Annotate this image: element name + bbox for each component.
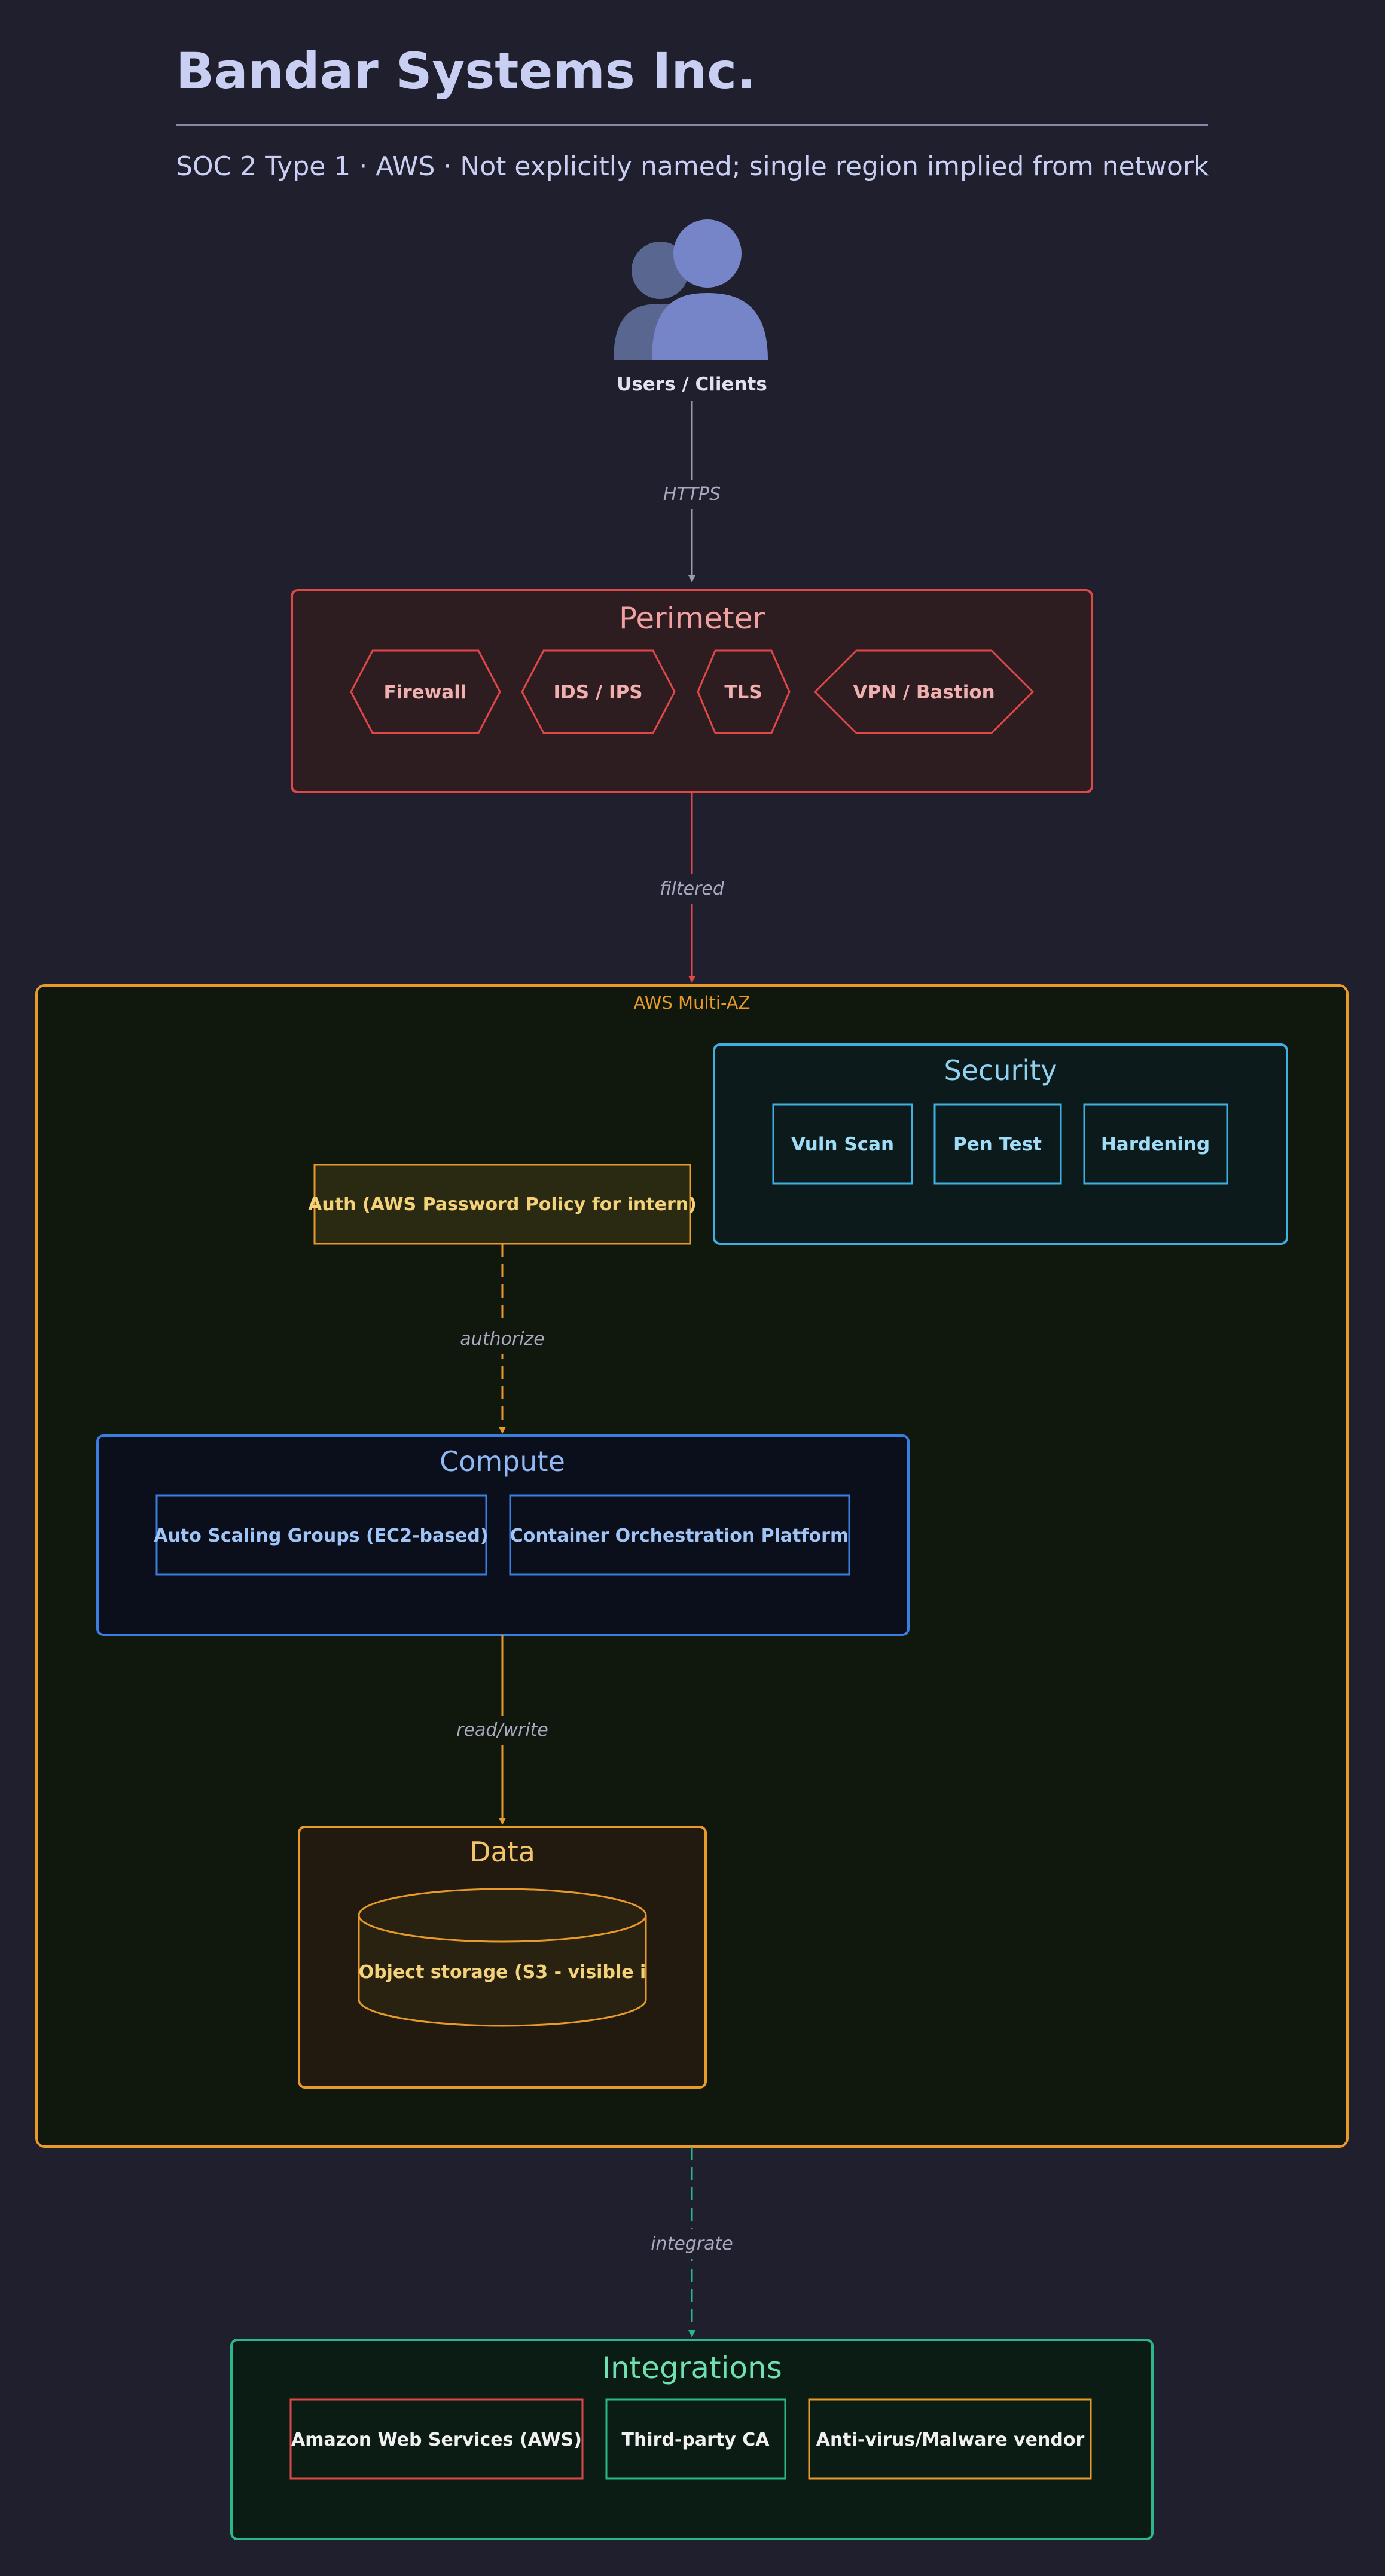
- edge-filtered-label-bg: [653, 874, 731, 904]
- data-title: Data: [469, 1836, 535, 1868]
- perimeter-item-firewall: [350, 649, 501, 734]
- integration-item-antivirus-vendor: [808, 2398, 1092, 2480]
- integration-item-aws: [289, 2398, 584, 2480]
- compute-item-label: Auto Scaling Groups (EC2-based): [154, 1525, 488, 1546]
- integration-item-label: Third-party CA: [622, 2430, 770, 2450]
- perimeter-title: Perimeter: [619, 601, 765, 636]
- integration-item-label: Anti-virus/Malware vendor: [816, 2430, 1085, 2450]
- security-item-vuln-scan: [772, 1103, 913, 1185]
- page-subtitle: SOC 2 Type 1 · AWS · Not explicitly name…: [176, 151, 1209, 182]
- integration-item-third-party-ca: [605, 2398, 786, 2480]
- compute-item-auto-scaling: [155, 1494, 487, 1576]
- compute-item-container-orchestration: [509, 1494, 850, 1576]
- perimeter-item-ids-ips: [521, 649, 676, 734]
- perimeter-zone: Perimeter Firewall IDS / IPS TLS VPN / B…: [291, 589, 1093, 793]
- integrations-title: Integrations: [602, 2351, 782, 2385]
- edge-integrate-label-bg: [647, 2229, 737, 2259]
- auth-label: Auth (AWS Password Policy for intern): [308, 1194, 697, 1215]
- users-label: Users / Clients: [617, 374, 767, 395]
- integration-item-label: Amazon Web Services (AWS): [291, 2430, 582, 2450]
- page-title: Bandar Systems Inc.: [176, 42, 756, 100]
- users-icon: [614, 219, 768, 360]
- compute-item-label: Container Orchestration Platform: [510, 1525, 849, 1546]
- edge-integrate-label: integrate: [651, 2233, 733, 2254]
- edge-readwrite-label: read/write: [456, 1720, 548, 1741]
- perimeter-item-label: Firewall: [384, 682, 467, 703]
- database-cylinder-icon: [358, 1888, 647, 2027]
- cloud-label: AWS Multi-AZ: [634, 993, 751, 1013]
- perimeter-item-vpn-bastion: [813, 649, 1035, 734]
- compute-title: Compute: [440, 1445, 565, 1478]
- edge-https-label: HTTPS: [663, 484, 721, 505]
- data-group: Data Object storage (S3 - visible i: [298, 1826, 707, 2089]
- edge-filtered-label: filtered: [660, 878, 725, 899]
- security-item-pen-test: [933, 1103, 1062, 1185]
- edge-authorize-label-bg: [457, 1324, 548, 1354]
- edge-authorize-label: authorize: [460, 1329, 544, 1350]
- security-title: Security: [944, 1054, 1057, 1086]
- data-store-label: Object storage (S3 - visible i: [359, 1962, 646, 1983]
- security-item-label: Vuln Scan: [791, 1134, 894, 1155]
- security-item-hardening: [1083, 1103, 1228, 1185]
- security-item-label: Pen Test: [953, 1134, 1042, 1155]
- compute-group: Compute Auto Scaling Groups (EC2-based) …: [96, 1434, 910, 1636]
- perimeter-item-label: TLS: [724, 682, 762, 703]
- perimeter-item-label: VPN / Bastion: [853, 682, 994, 703]
- security-group: Security Vuln Scan Pen Test Hardening: [713, 1043, 1288, 1245]
- security-item-label: Hardening: [1101, 1134, 1210, 1155]
- edge-readwrite-label-bg: [457, 1716, 548, 1745]
- perimeter-item-label: IDS / IPS: [553, 682, 642, 703]
- edge-https-label-bg: [658, 480, 726, 509]
- perimeter-item-tls: [697, 649, 791, 734]
- integrations-group: Integrations Amazon Web Services (AWS) T…: [230, 2339, 1154, 2540]
